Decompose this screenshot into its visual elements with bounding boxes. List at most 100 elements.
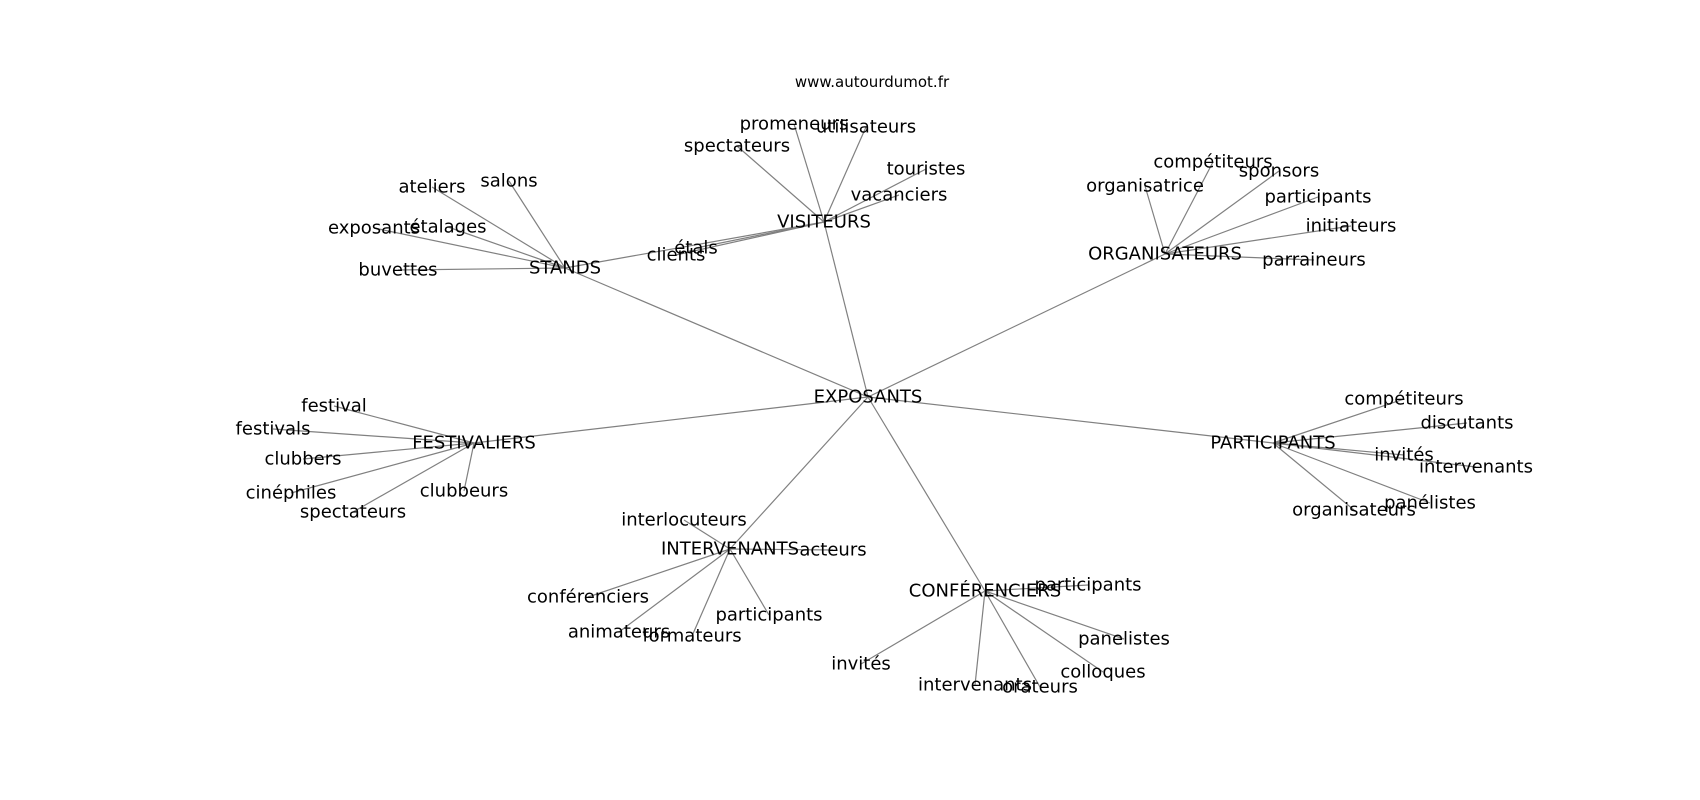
edge-n1-s5: [397, 267, 566, 271]
edge-n7-c2: [984, 590, 1125, 640]
edge-n0-n5: [867, 396, 1274, 444]
edge-n4-f5: [352, 442, 475, 513]
node-label-s3: étalages: [409, 217, 486, 238]
node-label-v5: vacanciers: [851, 185, 948, 206]
edge-n1-n2: [564, 221, 825, 269]
edge-n3-o1: [1164, 161, 1214, 255]
source-url: www.autourdumot.fr: [795, 73, 950, 91]
node-label-f3: clubbers: [264, 449, 341, 470]
node-label-i4: animateurs: [568, 622, 670, 643]
node-label-s7: clients: [647, 245, 706, 266]
edge-n4-f3: [302, 442, 475, 460]
edge-n0-n7: [867, 396, 986, 592]
node-label-v1: promeneurs: [740, 114, 849, 135]
edge-n6-i3: [587, 548, 731, 598]
node-label-i2: acteurs: [799, 540, 866, 561]
edge-n7-c6: [984, 590, 1041, 688]
edge-n2-v5: [823, 194, 900, 223]
edge-n3-o6: [1164, 253, 1315, 261]
edge-n3-o4: [1164, 196, 1319, 255]
edge-n0-n4: [473, 396, 869, 444]
nodes-layer: EXPOSANTSSTANDSVISITEURSORGANISATEURSFES…: [236, 114, 1533, 698]
edge-n2-v4: [823, 168, 927, 223]
node-label-f2: festivals: [236, 419, 311, 440]
node-label-c6: orateurs: [1002, 677, 1078, 698]
edge-n4-f2: [272, 428, 475, 444]
node-label-p1: compétiteurs: [1344, 389, 1463, 410]
edge-n1-s1: [508, 180, 566, 269]
node-label-o1: compétiteurs: [1153, 152, 1272, 173]
edge-n4-f6: [463, 442, 475, 492]
node-label-n1: STANDS: [529, 258, 601, 279]
node-label-f6: clubbeurs: [420, 481, 508, 502]
node-label-o3: organisatrice: [1086, 176, 1204, 197]
edge-n1-s4: [373, 227, 566, 269]
edge-n1-s2: [431, 186, 566, 269]
edge-n3-o5: [1164, 225, 1352, 255]
edge-n5-p6: [1272, 442, 1355, 511]
node-label-n6: INTERVENANTS: [661, 539, 799, 560]
edge-n6-i4: [618, 548, 731, 633]
node-label-i3: conférenciers: [527, 587, 649, 608]
edge-n7-c5: [974, 590, 986, 686]
node-label-i5: formateurs: [642, 626, 741, 647]
node-label-c3: colloques: [1060, 662, 1145, 683]
node-label-s2: ateliers: [398, 177, 465, 198]
edge-n4-f1: [333, 405, 475, 444]
node-label-n7: CONFÉRENCIERS: [909, 580, 1061, 602]
edge-n4-f4: [290, 442, 475, 494]
edge-n6-i2: [729, 548, 834, 551]
node-label-p3: invités: [1374, 445, 1434, 466]
node-label-s1: salons: [480, 171, 537, 192]
node-label-s6: étals: [674, 238, 718, 259]
node-label-f5: spectateurs: [300, 502, 406, 523]
node-label-s4: exposants: [328, 218, 420, 239]
node-label-f4: cinéphiles: [246, 483, 337, 504]
node-label-p2: discutants: [1420, 413, 1513, 434]
node-label-v3: spectateurs: [684, 136, 790, 157]
node-label-v4: touristes: [887, 159, 966, 180]
node-label-o2: sponsors: [1239, 161, 1319, 182]
edge-n2-v3: [736, 145, 825, 223]
edges-layer: [272, 123, 1477, 688]
node-label-v2: utilisateurs: [816, 117, 916, 138]
edge-n6-i6: [729, 548, 770, 616]
node-label-n5: PARTICIPANTS: [1210, 433, 1335, 454]
edge-n5-p1: [1272, 398, 1405, 444]
edge-n7-c4: [860, 590, 986, 665]
node-label-p6: organisateurs: [1292, 500, 1416, 521]
edge-n1-s3: [447, 226, 566, 269]
node-label-c5: intervenants: [918, 675, 1032, 696]
edge-n0-n1: [564, 267, 869, 398]
node-label-o6: parraineurs: [1262, 250, 1366, 271]
edge-n0-n2: [823, 221, 869, 398]
edge-n0-n6: [729, 396, 869, 550]
edge-n7-c1: [984, 584, 1089, 592]
node-label-c1: participants: [1034, 575, 1141, 596]
edge-n5-p4: [1272, 442, 1477, 468]
edge-n5-p5: [1272, 442, 1431, 504]
edge-n0-n3: [867, 253, 1166, 398]
edge-n3-o3: [1144, 185, 1166, 255]
edge-n2-v1: [793, 123, 825, 223]
node-label-n4: FESTIVALIERS: [412, 433, 536, 454]
node-label-i6: participants: [715, 605, 822, 626]
node-label-p5: panélistes: [1384, 493, 1476, 514]
node-label-n3: ORGANISATEURS: [1088, 244, 1242, 265]
edge-n5-p2: [1272, 422, 1468, 444]
node-label-o4: participants: [1264, 187, 1371, 208]
node-label-o5: initiateurs: [1306, 216, 1397, 237]
edge-n6-i5: [691, 548, 731, 637]
edge-n3-o2: [1164, 170, 1280, 255]
node-label-i1: interlocuteurs: [621, 510, 747, 531]
node-label-c2: panelistes: [1078, 629, 1170, 650]
node-label-f1: festival: [301, 396, 367, 417]
node-label-p4: intervenants: [1419, 457, 1533, 478]
edge-n7-c3: [984, 590, 1104, 673]
node-label-s5: buvettes: [358, 260, 437, 281]
node-label-c4: invités: [831, 654, 891, 675]
node-label-n0: EXPOSANTS: [814, 387, 923, 408]
edge-n2-s7: [675, 221, 825, 256]
edge-n2-v2: [823, 126, 867, 223]
